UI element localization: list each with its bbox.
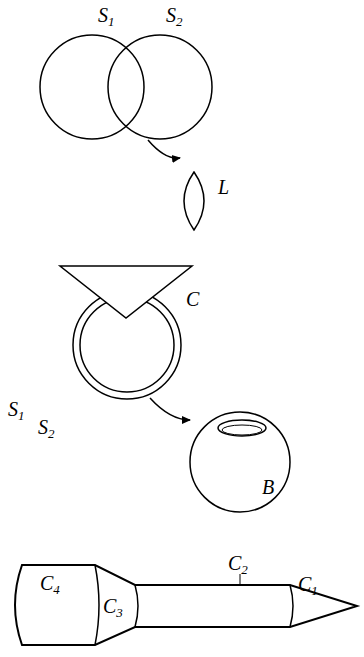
- seam: [290, 585, 293, 627]
- lens-label: L: [218, 176, 229, 198]
- shell-opening: [218, 420, 266, 436]
- sphere-label: S1: [98, 4, 115, 26]
- leader-line: [240, 574, 241, 584]
- shell-ball: [190, 412, 290, 512]
- arrow: [148, 140, 180, 158]
- arrow: [150, 398, 190, 420]
- cone: [60, 266, 192, 318]
- part-label: C3: [103, 595, 123, 617]
- seam: [135, 585, 138, 627]
- part-label: C4: [40, 572, 60, 594]
- shell-opening-inner: [222, 425, 262, 435]
- sphere-label: S2: [38, 416, 55, 438]
- sphere-s1: [40, 35, 144, 139]
- solid-outline: [15, 565, 357, 645]
- sphere-s2: [108, 35, 212, 139]
- lens-shape: [184, 172, 204, 230]
- part-label: C1: [298, 573, 318, 595]
- seam: [95, 565, 99, 645]
- ball-label: B: [262, 476, 274, 498]
- sphere-label: S1: [8, 398, 25, 420]
- sphere-label: S2: [166, 4, 183, 26]
- cone-label: C: [186, 288, 199, 310]
- part-label: C2: [228, 552, 248, 574]
